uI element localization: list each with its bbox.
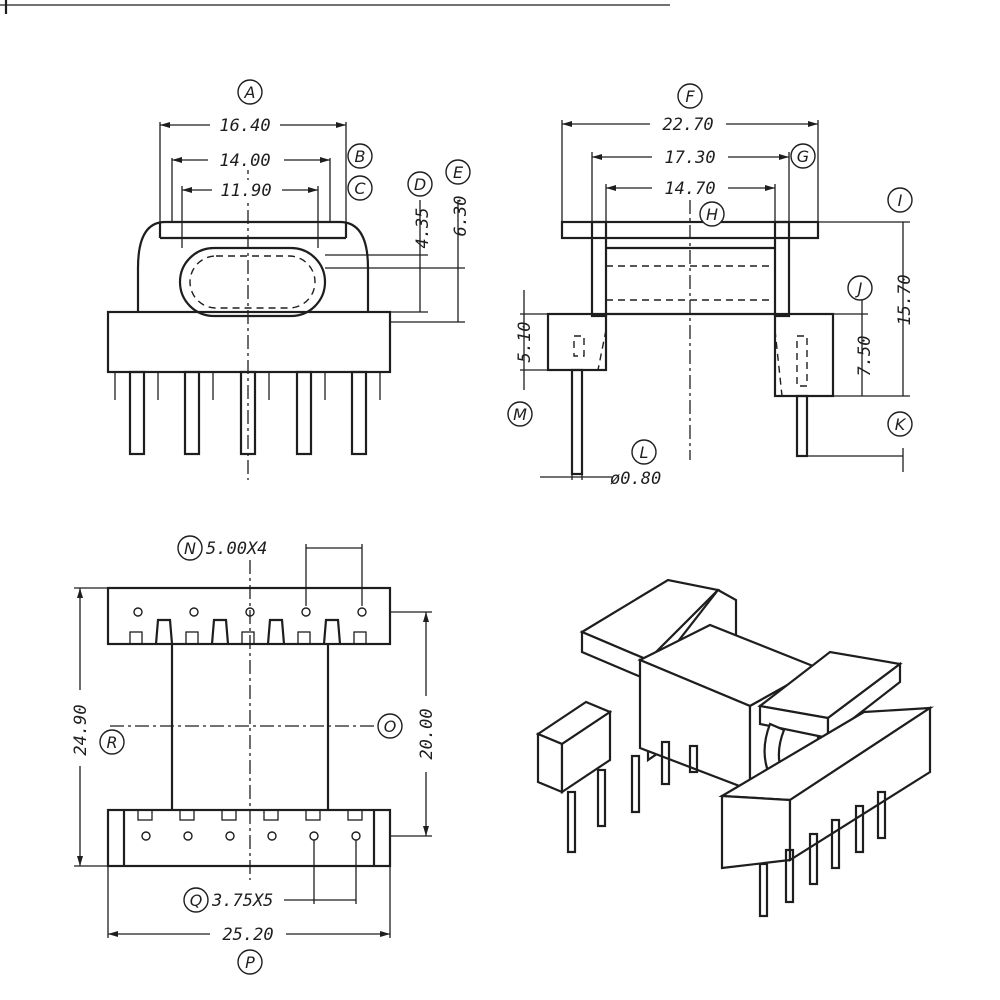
svg-text:O: O <box>384 717 397 736</box>
callout-p: P <box>237 949 263 975</box>
dim-14-70: 14.70 <box>664 179 715 199</box>
front-core-window <box>178 246 327 318</box>
dim-16-40: 16.40 <box>219 116 270 136</box>
dim-15-70: 15.70 <box>895 274 915 325</box>
dim-25-20: 25.20 <box>222 925 273 945</box>
dim-pin-pitch-bottom: 3.75X5 <box>211 891 273 911</box>
callout-d: D <box>407 171 433 197</box>
callout-n: N <box>177 535 203 561</box>
isometric-view <box>535 578 935 918</box>
dim-11-90: 11.90 <box>220 181 271 201</box>
svg-text:M: M <box>513 405 527 424</box>
bottom-view: 5.00X4 N 3.75X5 Q 25.20 P 24.90 R 20.00 … <box>71 535 437 975</box>
svg-text:F: F <box>685 87 695 106</box>
dim-20-00: 20.00 <box>417 708 437 759</box>
bottom-top-pins <box>129 607 367 645</box>
dim-17-30: 17.30 <box>664 148 715 168</box>
bottom-bottom-pins <box>137 809 363 841</box>
callout-h: H <box>699 201 725 227</box>
dim-pin-pitch-top: 5.00X4 <box>206 539 267 559</box>
callout-b: B <box>347 143 373 169</box>
svg-text:B: B <box>355 147 366 166</box>
callout-o: O <box>377 713 403 739</box>
callout-r: R <box>99 729 125 755</box>
svg-text:R: R <box>106 733 117 752</box>
svg-text:D: D <box>414 175 426 194</box>
callout-c: C <box>347 175 373 201</box>
callout-g: G <box>790 143 816 169</box>
iso-left-pins <box>566 740 699 854</box>
callout-l: L <box>631 439 657 465</box>
svg-text:C: C <box>354 179 366 198</box>
front-flange-outline <box>136 220 370 312</box>
dim-5-10: 5.10 <box>515 322 535 363</box>
svg-text:G: G <box>797 147 809 166</box>
callout-a: A <box>237 79 263 105</box>
front-view: 16.40 14.00 11.90 4.35 6.30 A B C D E <box>106 79 471 480</box>
svg-text:N: N <box>184 539 196 558</box>
callout-j: J <box>847 275 873 301</box>
callout-k: K <box>887 411 913 437</box>
front-pins <box>114 370 381 456</box>
side-left-base <box>546 312 608 372</box>
svg-text:H: H <box>706 205 718 224</box>
callout-e: E <box>445 159 471 185</box>
dim-6-30: 6.30 <box>451 196 471 237</box>
svg-text:J: J <box>855 279 863 298</box>
svg-text:A: A <box>244 83 256 102</box>
callout-q: Q <box>183 887 209 913</box>
side-right-pin <box>795 394 809 458</box>
svg-text:K: K <box>895 415 907 434</box>
dim-pin-diameter: ø0.80 <box>610 469 661 489</box>
side-left-pin <box>570 368 584 476</box>
dim-22-70: 22.70 <box>662 115 713 135</box>
dim-14-00: 14.00 <box>219 151 270 171</box>
side-right-base <box>773 312 835 398</box>
dim-24-90: 24.90 <box>71 704 91 755</box>
svg-text:L: L <box>640 443 649 462</box>
dim-4-35: 4.35 <box>413 208 433 249</box>
svg-text:P: P <box>245 953 255 972</box>
callout-i: I <box>887 187 913 213</box>
dim-7-50: 7.50 <box>855 336 875 377</box>
svg-text:E: E <box>453 163 464 182</box>
callout-f: F <box>677 83 703 109</box>
side-view: 22.70 17.30 14.70 15.70 7.50 5.10 ø0 <box>507 83 915 489</box>
callout-m: M <box>507 401 533 427</box>
front-base-block <box>106 310 392 374</box>
iso-right-pins <box>758 790 887 918</box>
bottom-bottom-pin-block <box>106 808 392 868</box>
svg-text:I: I <box>898 191 903 210</box>
svg-text:Q: Q <box>190 891 203 910</box>
